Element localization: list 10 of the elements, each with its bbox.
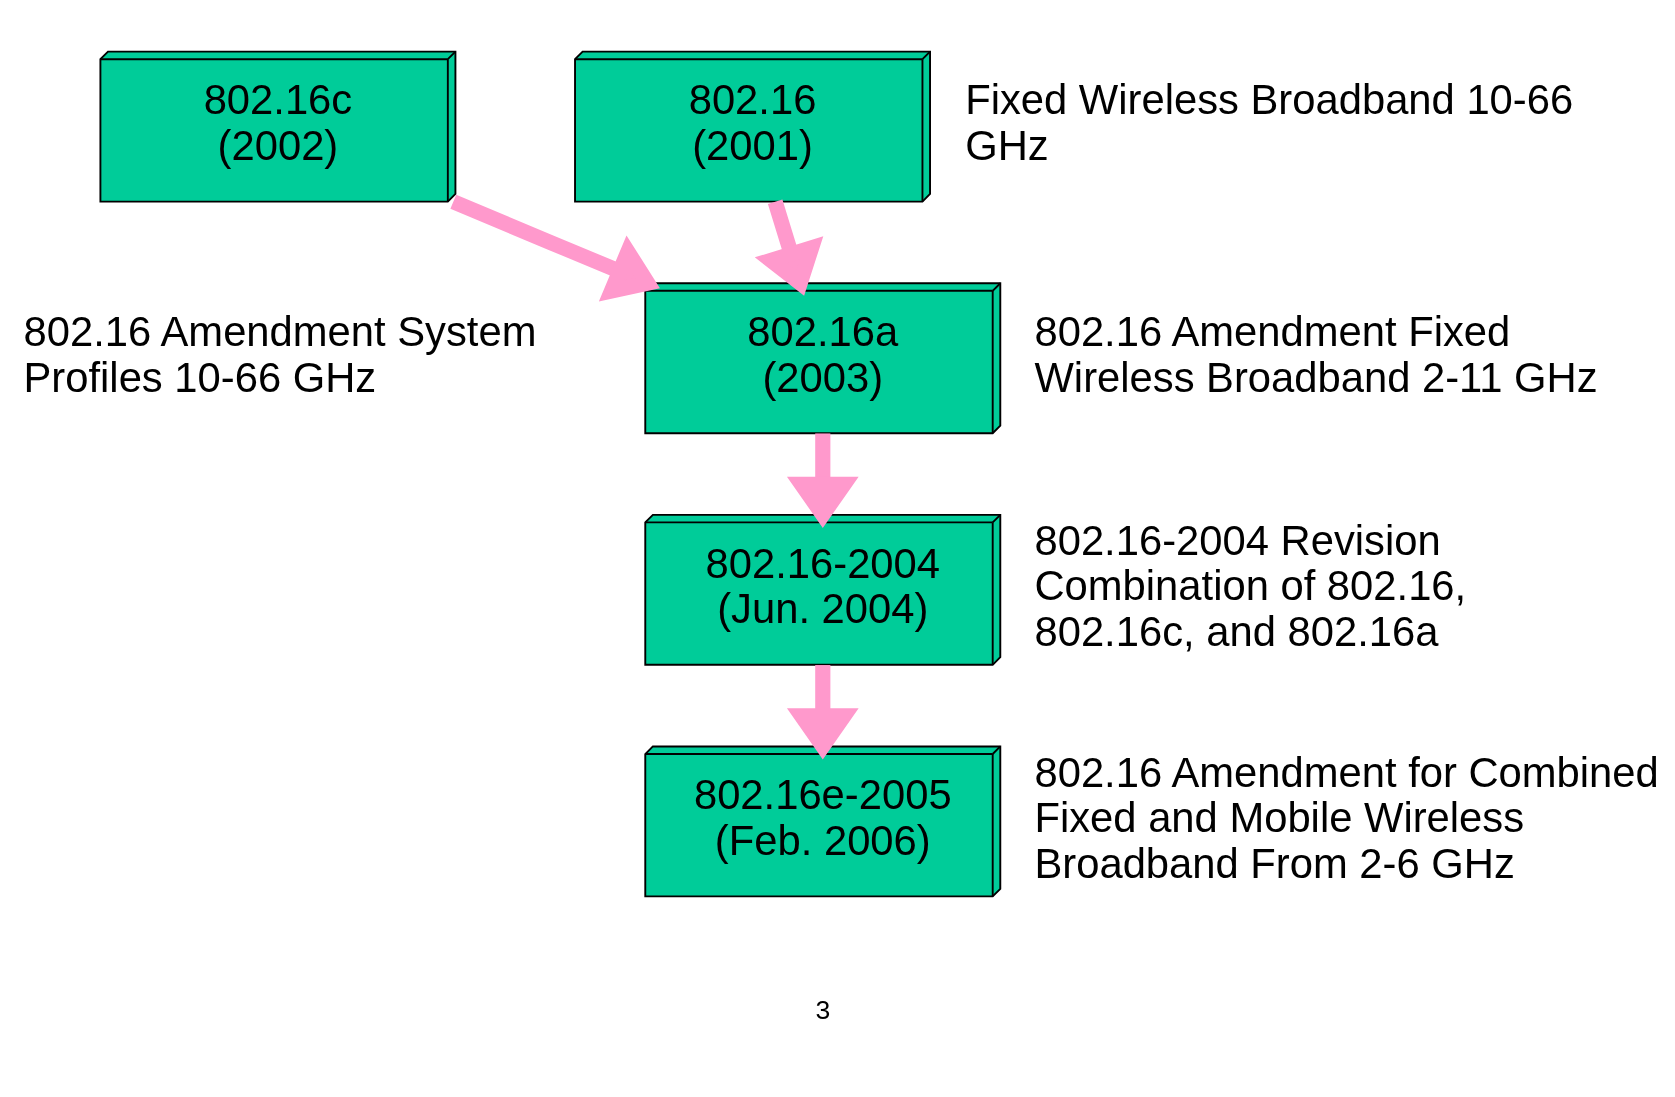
node-label: 802.16-2004 Revision Combination of 802.16, 802.16c, and 802.16a (1034, 516, 1467, 655)
arrow (786, 432, 859, 528)
node-label: 802.16 Amendment for Combined Fixed and Mobile Wireless Broadband From 2-6 GHz (1034, 748, 1659, 887)
node-label: 802.16 Amendment Fixed Wireless Broadband 2-11 GHz (1034, 307, 1598, 401)
arrow (786, 664, 859, 760)
arrow (754, 199, 824, 296)
arrow (450, 194, 660, 301)
node-label: 802.16 Amendment System Profiles 10-66 GHz (23, 307, 537, 401)
label: 3 (815, 994, 831, 1025)
node-label: Fixed Wireless Broadband 10-66 GHz (965, 75, 1574, 169)
